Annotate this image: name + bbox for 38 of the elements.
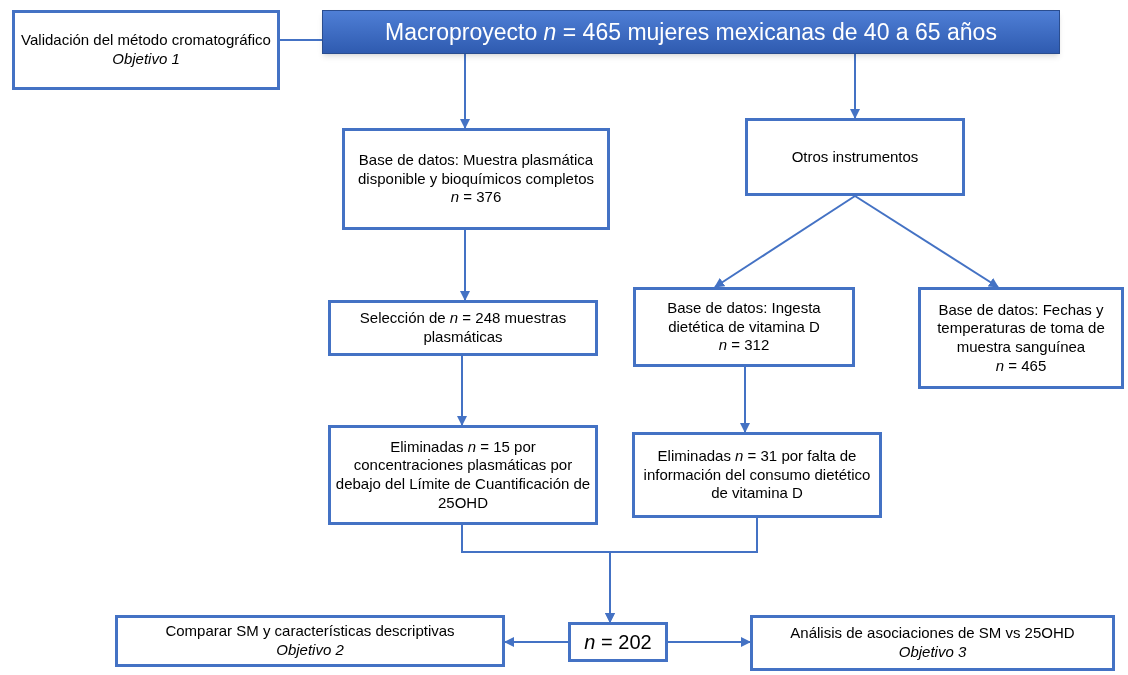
process-box [342,128,610,230]
arrow [714,195,856,288]
box-text: Eliminadas n = 15 por concentraciones plasmáticas por debajo del Límite de Cuantificación de 25OHD [335,437,591,513]
process-box [328,300,598,356]
objective-label: Objetivo 1 [112,50,180,69]
process-box [633,287,855,367]
box-text: n = 202 [584,629,652,655]
title-banner [322,10,1060,54]
arrow [504,637,569,647]
box-text: Validación del método cromatográfico [21,31,271,50]
arrow [854,195,999,288]
process-box [750,615,1115,671]
process-box [632,432,882,518]
process-box [568,622,668,662]
box-text: Otros instrumentos [791,147,919,167]
arrow [460,229,470,301]
process-box [918,287,1124,389]
arrow [460,53,470,129]
objective-label: Objetivo 2 [276,641,344,660]
process-box [115,615,505,667]
arrow [740,366,750,433]
process-box [12,10,280,90]
box-text: Comparar SM y características descriptivas [165,622,455,641]
arrow [667,637,751,647]
connector-line [279,39,323,41]
box-text: Selección de n = 248 muestras plasmáticas [358,309,568,347]
arrow [850,53,860,119]
objective-label: Objetivo 3 [898,643,967,662]
box-text: Análisis de asociaciones de SM vs 25OHD [790,624,1075,643]
process-box [745,118,965,196]
box-text: Eliminadas n = 31 por falta de información del consumo dietético de vitamina D [642,446,872,504]
box-text: n = 312 [718,336,770,356]
process-box [328,425,598,525]
box-text: Macroproyecto n = 465 mujeres mexicanas de 40 a 65 años [385,17,997,47]
arrow [605,517,758,623]
box-text: n = 465 [995,356,1047,376]
arrow [457,355,467,426]
box-text: n = 376 [450,188,502,208]
